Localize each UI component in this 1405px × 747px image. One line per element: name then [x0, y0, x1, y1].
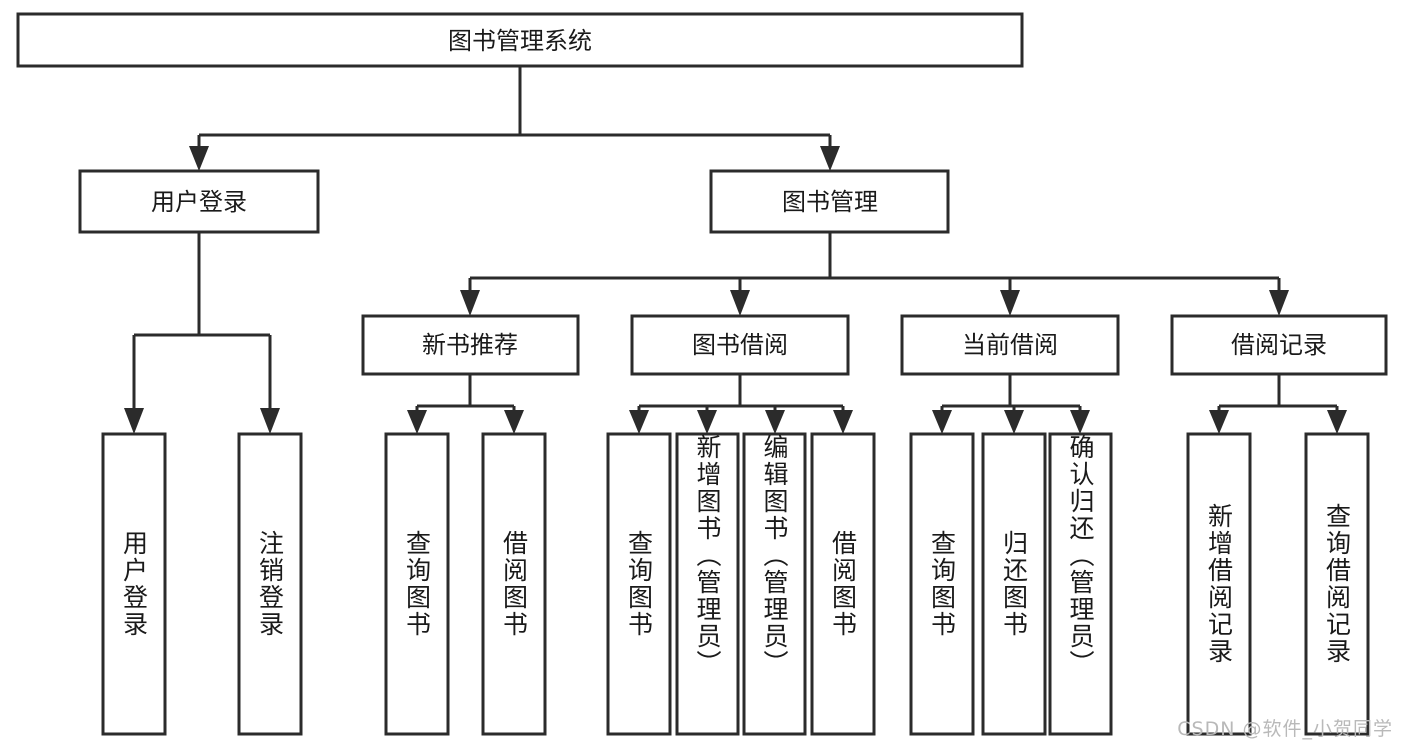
node-user-login-box: [78, 169, 320, 234]
arrow-to-user-login-icon: [189, 146, 209, 171]
leaf-box-query-book-1[interactable]: [384, 432, 450, 736]
node-book-borrow[interactable]: 图书借阅: [630, 314, 850, 376]
arrow-leaf-query-book-2-icon: [629, 410, 649, 434]
node-book-borrow-box: [630, 314, 850, 376]
leaf-box-return-book[interactable]: [981, 432, 1047, 736]
arrow-leaf-query-book-3-icon: [932, 410, 952, 434]
node-root-system[interactable]: 图书管理系统: [16, 12, 1024, 68]
arrow-to-new-book-icon: [460, 290, 480, 316]
node-new-book-recommend[interactable]: 新书推荐: [361, 314, 580, 376]
node-book-management-label: 图书管理: [782, 188, 878, 216]
edges-new-book-to-leaves: [407, 374, 524, 434]
node-book-management[interactable]: 图书管理: [709, 169, 950, 234]
leaf-box-add-record[interactable]: [1186, 432, 1252, 736]
leaf-box-user-login[interactable]: [101, 432, 167, 736]
edges-borrow-record-to-leaves: [1209, 374, 1347, 434]
arrow-to-current-borrow-icon: [1000, 290, 1020, 316]
arrow-leaf-user-login-icon: [124, 408, 144, 434]
leaf-box-confirm-return[interactable]: [1048, 432, 1113, 736]
leaf-box-query-record[interactable]: [1304, 432, 1370, 736]
edges-borrow-to-leaves: [629, 374, 853, 434]
node-user-login-label: 用户登录: [151, 188, 247, 216]
edges-book-mgmt-to-level3: [460, 232, 1289, 316]
leaf-box-edit-book[interactable]: [742, 432, 807, 736]
node-current-borrow-label: 当前借阅: [962, 331, 1058, 359]
arrow-leaf-add-record-icon: [1209, 410, 1229, 434]
arrow-leaf-edit-book-icon: [765, 410, 785, 434]
node-borrow-record-box: [1170, 314, 1388, 376]
leaf-box-query-book-2[interactable]: [606, 432, 672, 736]
leaf-box-logout[interactable]: [237, 432, 303, 736]
node-root-label: 图书管理系统: [448, 27, 592, 55]
arrow-leaf-logout-icon: [260, 408, 280, 434]
node-borrow-record[interactable]: 借阅记录: [1170, 314, 1388, 376]
edges-root-to-level2: [189, 66, 840, 171]
leaf-boxes: [101, 432, 1370, 736]
arrow-to-borrow-record-icon: [1269, 290, 1289, 316]
edges-current-borrow-to-leaves: [932, 374, 1090, 434]
leaf-box-borrow-book-1[interactable]: [481, 432, 547, 736]
node-new-book-recommend-box: [361, 314, 580, 376]
arrow-leaf-confirm-return-icon: [1070, 410, 1090, 434]
arrow-leaf-return-book-icon: [1004, 410, 1024, 434]
node-book-management-box: [709, 169, 950, 234]
node-root-box: [16, 12, 1024, 68]
arrow-leaf-query-book-1-icon: [407, 410, 427, 434]
leaf-box-borrow-book-2[interactable]: [810, 432, 876, 736]
node-user-login[interactable]: 用户登录: [78, 169, 320, 234]
csdn-watermark: CSDN @软件_小贺同学: [1177, 718, 1393, 740]
leaf-box-query-book-3[interactable]: [909, 432, 975, 736]
arrow-to-borrow-icon: [730, 290, 750, 316]
arrow-to-book-mgmt-icon: [820, 146, 840, 171]
node-current-borrow[interactable]: 当前借阅: [900, 314, 1120, 376]
node-book-borrow-label: 图书借阅: [692, 331, 788, 359]
node-new-book-recommend-label: 新书推荐: [422, 331, 518, 359]
arrow-leaf-borrow-book-1-icon: [504, 410, 524, 434]
arrow-leaf-query-record-icon: [1327, 410, 1347, 434]
arrow-leaf-borrow-book-2-icon: [833, 410, 853, 434]
node-borrow-record-label: 借阅记录: [1231, 331, 1327, 359]
arrow-leaf-add-book-icon: [697, 410, 717, 434]
node-current-borrow-box: [900, 314, 1120, 376]
edges-user-login-to-leaves: [124, 232, 280, 434]
leaf-box-add-book[interactable]: [675, 432, 740, 736]
